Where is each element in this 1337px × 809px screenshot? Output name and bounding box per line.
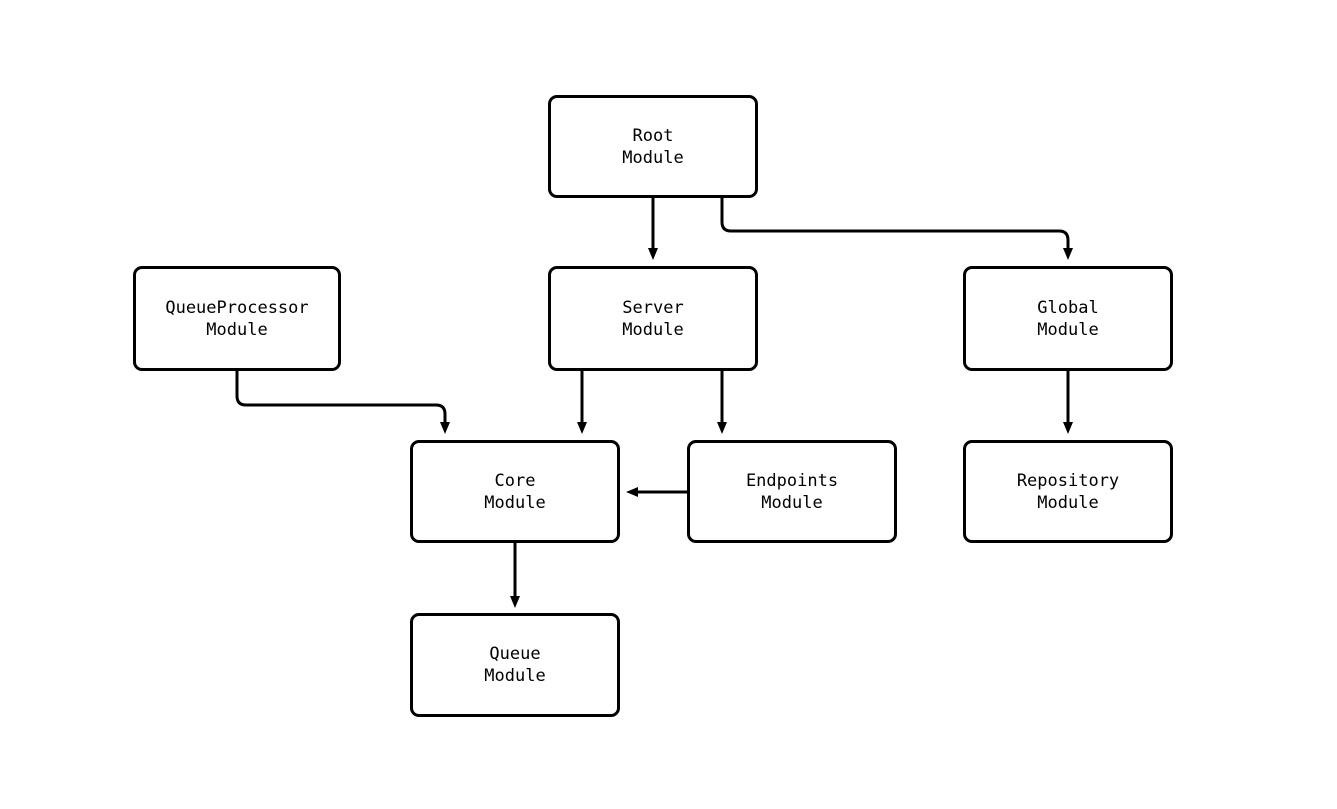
node-server-module-label: Server Module bbox=[622, 297, 684, 340]
node-queueprocessor-module[interactable]: QueueProcessor Module bbox=[133, 266, 341, 371]
node-global-module-label: Global Module bbox=[1037, 297, 1099, 340]
edge-queueprocessor-to-core bbox=[235, 371, 450, 434]
node-core-module-label: Core Module bbox=[484, 470, 546, 513]
edge-root-to-global bbox=[720, 198, 1073, 260]
node-repository-module-label: Repository Module bbox=[1016, 470, 1120, 513]
node-repository-module[interactable]: Repository Module bbox=[963, 440, 1173, 543]
node-endpoints-module[interactable]: Endpoints Module bbox=[687, 440, 897, 543]
node-queue-module-label: Queue Module bbox=[484, 644, 546, 686]
node-endpoints-module-label: Endpoints Module bbox=[745, 470, 839, 513]
node-root-module-label: Root Module bbox=[622, 125, 684, 168]
node-core-module[interactable]: Core Module bbox=[410, 440, 620, 543]
node-root-module[interactable]: Root Module bbox=[548, 95, 758, 198]
node-queue-module[interactable]: Queue Module bbox=[410, 613, 620, 717]
node-global-module[interactable]: Global Module bbox=[963, 266, 1173, 371]
node-queueprocessor-module-label: QueueProcessor Module bbox=[165, 297, 309, 340]
node-server-module[interactable]: Server Module bbox=[548, 266, 758, 371]
